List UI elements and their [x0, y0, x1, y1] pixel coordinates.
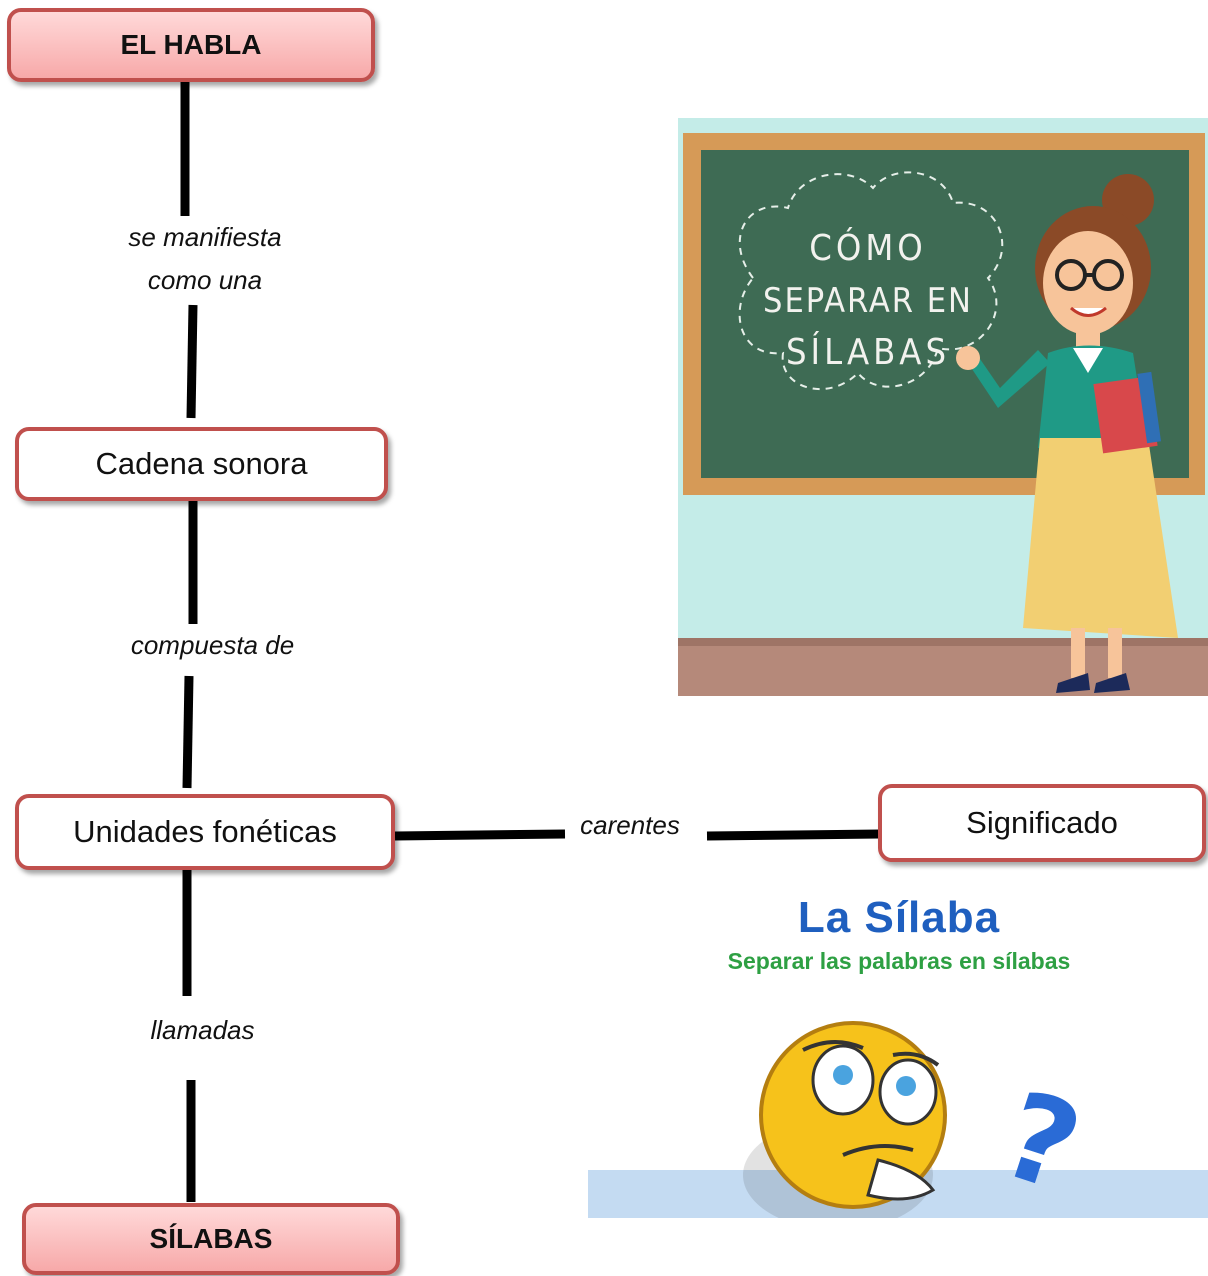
- node-silabas-label: SÍLABAS: [149, 1223, 273, 1254]
- emoji-face: [743, 1021, 947, 1218]
- node-el-habla: EL HABLA: [7, 8, 375, 82]
- chalkboard-text-line2: SEPARAR EN: [763, 281, 973, 321]
- line-habla-cadena-bottom: [186, 304, 198, 419]
- node-unidades-foneticas-label: Unidades fonéticas: [73, 814, 337, 849]
- la-silaba-subheading: Separar las palabras en sílabas: [727, 948, 1071, 974]
- node-el-habla-label: EL HABLA: [120, 29, 262, 60]
- node-significado: Significado: [878, 784, 1206, 862]
- link-label-se-manifiesta-line2: como una: [147, 265, 263, 295]
- chalkboard-text-line1: CÓMO: [809, 228, 927, 269]
- node-cadena-sonora: Cadena sonora: [15, 427, 388, 501]
- line-cadena-unidades-bottom: [182, 675, 194, 789]
- link-label-llamadas: llamadas: [120, 1009, 285, 1052]
- thinking-emoji-illustration: ?: [588, 1020, 1208, 1218]
- chalkboard-text: CÓMO SEPARAR EN SÍLABAS: [748, 223, 988, 379]
- node-silabas: SÍLABAS: [22, 1203, 400, 1275]
- node-significado-label: Significado: [966, 805, 1118, 840]
- teacher-chalkboard-illustration: CÓMO SEPARAR EN SÍLABAS: [678, 118, 1208, 696]
- node-unidades-foneticas: Unidades fonéticas: [15, 794, 395, 870]
- chalkboard-scene: [678, 133, 1208, 696]
- link-label-se-manifiesta-line1: se manifiesta: [128, 222, 282, 252]
- node-cadena-sonora-label: Cadena sonora: [95, 446, 308, 481]
- link-label-carentes: carentes: [566, 804, 694, 847]
- teacher-figure: [956, 174, 1178, 693]
- line-unidades-carentes: [394, 829, 566, 841]
- link-label-compuesta-de: compuesta de: [105, 624, 320, 667]
- chalkboard-text-line3: SÍLABAS: [785, 332, 951, 373]
- link-label-se-manifiesta: se manifiesta como una: [95, 216, 315, 302]
- la-silaba-title: La Sílaba Separar las palabras en sílaba…: [590, 890, 1208, 976]
- la-silaba-heading: La Sílaba: [797, 893, 1001, 942]
- line-carentes-significado: [706, 829, 881, 841]
